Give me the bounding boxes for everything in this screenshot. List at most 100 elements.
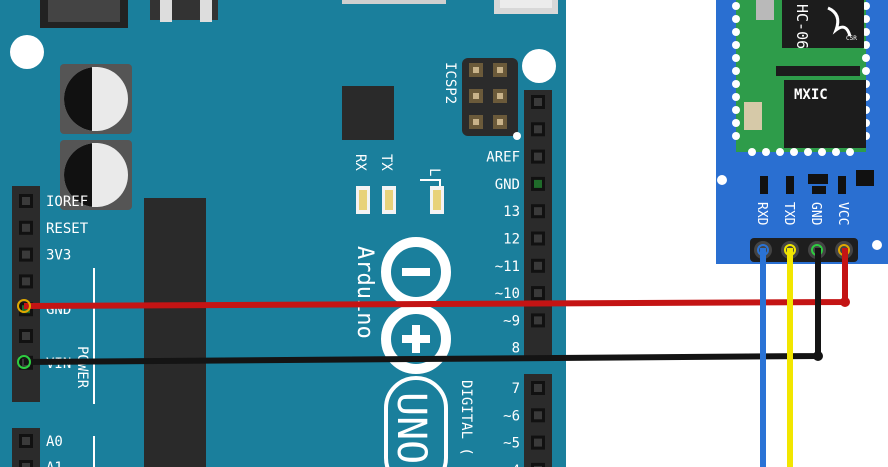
header-pin-contact bbox=[534, 125, 542, 134]
reset-button bbox=[500, 0, 552, 8]
header-pin-contact bbox=[534, 316, 542, 325]
castellated-pad bbox=[832, 148, 840, 156]
mounting-hole bbox=[522, 49, 556, 83]
header-pin-contact bbox=[534, 261, 542, 270]
icsp-header bbox=[462, 58, 521, 140]
header-pin-contact bbox=[534, 98, 542, 106]
castellated-pad bbox=[732, 106, 740, 114]
castellated-pad bbox=[732, 41, 740, 49]
digital-label: DIGITAL ( bbox=[458, 380, 474, 456]
wire-bend-black bbox=[813, 351, 823, 361]
header-pin[interactable] bbox=[531, 462, 545, 467]
castellated-pad bbox=[732, 93, 740, 101]
header-pin-contact bbox=[534, 207, 542, 216]
castellated-pad bbox=[732, 80, 740, 88]
power-label: POWER bbox=[74, 346, 90, 389]
digital-pin-label: 4 bbox=[512, 463, 520, 467]
digital-header-bottom bbox=[524, 374, 552, 467]
power-pin-label: IOREF bbox=[46, 194, 88, 210]
digital-pin-label: 13 bbox=[503, 204, 520, 220]
header-pin-contact bbox=[22, 197, 30, 205]
resistor bbox=[838, 176, 846, 194]
header-pin-contact bbox=[534, 289, 542, 298]
header-pin-contact bbox=[22, 437, 30, 445]
header-pin-contact bbox=[22, 332, 30, 340]
icsp-pin-contact bbox=[473, 67, 479, 73]
icsp-pin-contact bbox=[473, 93, 479, 99]
castellated-pad bbox=[732, 67, 740, 75]
csr-chip bbox=[782, 0, 864, 48]
pin-highlight-3v3 bbox=[17, 299, 31, 313]
module-name: HC-06 bbox=[793, 4, 811, 49]
csr-logo-icon bbox=[827, 6, 852, 37]
transistor bbox=[808, 174, 828, 184]
digital-pin-label: GND bbox=[495, 177, 520, 193]
arduino-brand: Arduino bbox=[352, 246, 377, 339]
dc-jack-inner bbox=[48, 0, 120, 22]
crystal bbox=[756, 0, 774, 20]
header-pin-contact bbox=[534, 179, 542, 188]
chip-brand: MXIC bbox=[794, 87, 828, 103]
castellated-pad bbox=[804, 148, 812, 156]
castellated-pad bbox=[732, 2, 740, 10]
rx-label: RX bbox=[352, 154, 368, 171]
icsp-label: ICSP2 bbox=[442, 62, 458, 104]
castellated-pad bbox=[732, 28, 740, 36]
module-pin-label: TXD bbox=[781, 202, 796, 226]
header-pin-contact bbox=[22, 277, 30, 286]
smd-component bbox=[744, 102, 762, 130]
digital-pin-label: ~9 bbox=[503, 313, 520, 329]
l-led bbox=[430, 186, 444, 214]
flash-chip bbox=[784, 80, 866, 148]
header-pin-contact bbox=[22, 463, 30, 467]
capacitor bbox=[60, 64, 132, 134]
castellated-pad bbox=[790, 148, 798, 156]
castellated-pad bbox=[748, 148, 756, 156]
l-label: L bbox=[426, 168, 442, 176]
analog-header bbox=[12, 428, 40, 467]
usb-connector bbox=[342, 0, 446, 4]
capacitor bbox=[60, 140, 132, 210]
mounting-hole bbox=[872, 240, 882, 250]
uno-label: UNO bbox=[388, 392, 434, 464]
digital-pin-label: 8 bbox=[512, 341, 520, 357]
csr-mark: CSR bbox=[846, 35, 857, 42]
rx-led bbox=[356, 186, 370, 214]
castellated-pad bbox=[862, 67, 870, 75]
header-pin-contact bbox=[22, 305, 30, 314]
icsp-pin-contact bbox=[497, 67, 503, 73]
header-pin-contact bbox=[534, 152, 542, 161]
wires bbox=[17, 248, 850, 467]
castellated-pad bbox=[732, 132, 740, 140]
icsp-pin-contact bbox=[497, 119, 503, 125]
arduino-board: ICSP2 RX TX L Arduino UNO POWE bbox=[0, 0, 566, 467]
uno-badge bbox=[384, 376, 448, 467]
digital-header-top bbox=[524, 90, 552, 356]
digital-pin-label: 7 bbox=[512, 381, 520, 397]
resistor bbox=[760, 176, 768, 194]
smd-component bbox=[776, 66, 860, 76]
analog-pin-label: A0 bbox=[46, 434, 63, 450]
regulator-pin bbox=[200, 0, 212, 22]
usb-chip bbox=[342, 86, 394, 140]
tx-label: TX bbox=[378, 154, 394, 171]
castellated-pad bbox=[732, 119, 740, 127]
power-header bbox=[12, 186, 40, 402]
digital-pin-label: ~5 bbox=[503, 436, 520, 452]
digital-pin-label: ~6 bbox=[503, 408, 520, 424]
header-pin-contact bbox=[22, 223, 30, 232]
power-pin-label: 3V3 bbox=[46, 248, 71, 264]
regulator-pin bbox=[160, 0, 172, 22]
module-pin-header bbox=[750, 238, 858, 262]
digital-pin-label: 12 bbox=[503, 232, 520, 248]
module-pin-label: VCC bbox=[835, 202, 850, 225]
power-pin-label: RESET bbox=[46, 221, 89, 237]
digital-pin-label: AREF bbox=[486, 150, 520, 166]
header-pin-contact bbox=[534, 411, 542, 420]
icsp-pin-contact bbox=[497, 93, 503, 99]
header-pin-contact bbox=[534, 438, 542, 447]
castellated-pad bbox=[776, 148, 784, 156]
